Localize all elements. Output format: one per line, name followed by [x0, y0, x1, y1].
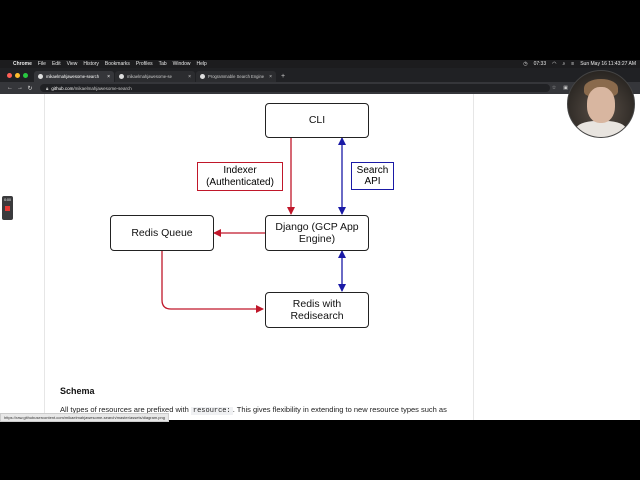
url-path: /mikaelmahjawesome-search: [73, 85, 132, 91]
menubar-clock: 07:33: [533, 61, 547, 67]
close-tab-icon[interactable]: ×: [107, 73, 110, 80]
content-border-left: [44, 94, 45, 420]
link-status-bubble: https://raw.githubusercontent.com/mikael…: [0, 413, 169, 422]
node-django: Django (GCP App Engine): [265, 215, 369, 251]
architecture-diagram: [161, 137, 346, 313]
schema-paragraph: All types of resources are prefixed with…: [60, 405, 447, 415]
para-end: . This gives flexibility in extending to…: [232, 405, 447, 414]
window-controls: [7, 73, 28, 78]
tab-1[interactable]: mikaelmahjawesome-search ×: [34, 71, 114, 82]
timer-icon[interactable]: ◷: [523, 61, 528, 67]
para-start: All types of resources are prefixed with: [60, 405, 189, 414]
presenter-face: [587, 87, 615, 123]
control-center-icon[interactable]: ≡: [571, 61, 575, 67]
new-tab-button[interactable]: +: [281, 73, 286, 80]
menu-help[interactable]: Help: [196, 61, 207, 67]
minimize-window-button[interactable]: [15, 73, 20, 78]
tab-3-label: Programmable Search Engine: [208, 74, 265, 79]
close-window-button[interactable]: [7, 73, 12, 78]
recorder-time: 0:00: [4, 198, 11, 202]
menu-window[interactable]: Window: [172, 61, 191, 67]
google-icon: [200, 74, 205, 79]
github-icon: [119, 74, 124, 79]
resource-prefix-code: resource:: [190, 407, 233, 415]
close-tab-icon[interactable]: ×: [269, 73, 272, 80]
mac-menubar: Chrome File Edit View History Bookmarks …: [0, 60, 640, 68]
tab-3[interactable]: Programmable Search Engine ×: [196, 71, 276, 82]
menu-tab[interactable]: Tab: [158, 61, 167, 67]
reload-icon[interactable]: ↻: [27, 85, 33, 92]
address-bar[interactable]: 🔒︎ github.com/mikaelmahjawesome-search: [40, 84, 550, 92]
star-icon[interactable]: ☆: [551, 85, 557, 91]
url-host: github.com: [51, 85, 74, 91]
lock-icon: 🔒︎: [46, 85, 49, 91]
tab-bar: mikaelmahjawesome-search × mikaelmahjawe…: [0, 68, 640, 82]
node-redis-queue: Redis Queue: [110, 215, 214, 251]
menu-chrome[interactable]: Chrome: [13, 61, 32, 67]
edge-queue-to-redisearch: [161, 250, 264, 313]
label-search-api: Search API: [351, 162, 394, 190]
content-border-right: [473, 94, 474, 420]
extension-icon[interactable]: ▣: [563, 85, 568, 91]
section-heading-schema: Schema: [60, 386, 95, 396]
tab-2[interactable]: mikaelmahjawesome-se ×: [115, 71, 195, 82]
toolbar-extensions: ☆ ▣: [552, 82, 568, 94]
stop-record-icon[interactable]: [5, 206, 10, 211]
presenter-shirt: [576, 121, 626, 137]
menu-profiles[interactable]: Profiles: [135, 61, 153, 67]
browser-toolbar: ← → ↻ 🔒︎ github.com/mikaelmahjawesome-se…: [0, 82, 640, 94]
menubar-datetime: Sun May 16 11:43:27 AM: [580, 61, 636, 67]
tab-1-label: mikaelmahjawesome-search: [46, 74, 100, 79]
menu-file[interactable]: File: [37, 61, 46, 67]
menu-view[interactable]: View: [66, 61, 78, 67]
back-icon[interactable]: ←: [7, 85, 13, 91]
webcam-overlay: [567, 70, 635, 138]
forward-icon[interactable]: →: [17, 85, 23, 91]
page-content: CLI Django (GCP App Engine) Redis Queue …: [0, 94, 640, 420]
close-tab-icon[interactable]: ×: [188, 73, 191, 80]
github-icon: [38, 74, 43, 79]
menu-history[interactable]: History: [83, 61, 99, 67]
node-cli: CLI: [265, 103, 369, 138]
label-indexer: Indexer (Authenticated): [197, 162, 283, 191]
node-redis-search: Redis with Redisearch: [265, 292, 369, 328]
wifi-icon[interactable]: ◠: [552, 61, 557, 67]
screen-recorder-widget[interactable]: 0:00: [2, 196, 13, 220]
tab-2-label: mikaelmahjawesome-se: [127, 74, 172, 79]
search-icon[interactable]: ⌕: [562, 61, 566, 67]
menu-bookmarks[interactable]: Bookmarks: [104, 61, 130, 67]
zoom-window-button[interactable]: [23, 73, 28, 78]
menu-edit[interactable]: Edit: [51, 61, 61, 67]
menubar-status: ◷ 07:33 ◠ ⌕ ≡ Sun May 16 11:43:27 AM: [523, 60, 636, 68]
